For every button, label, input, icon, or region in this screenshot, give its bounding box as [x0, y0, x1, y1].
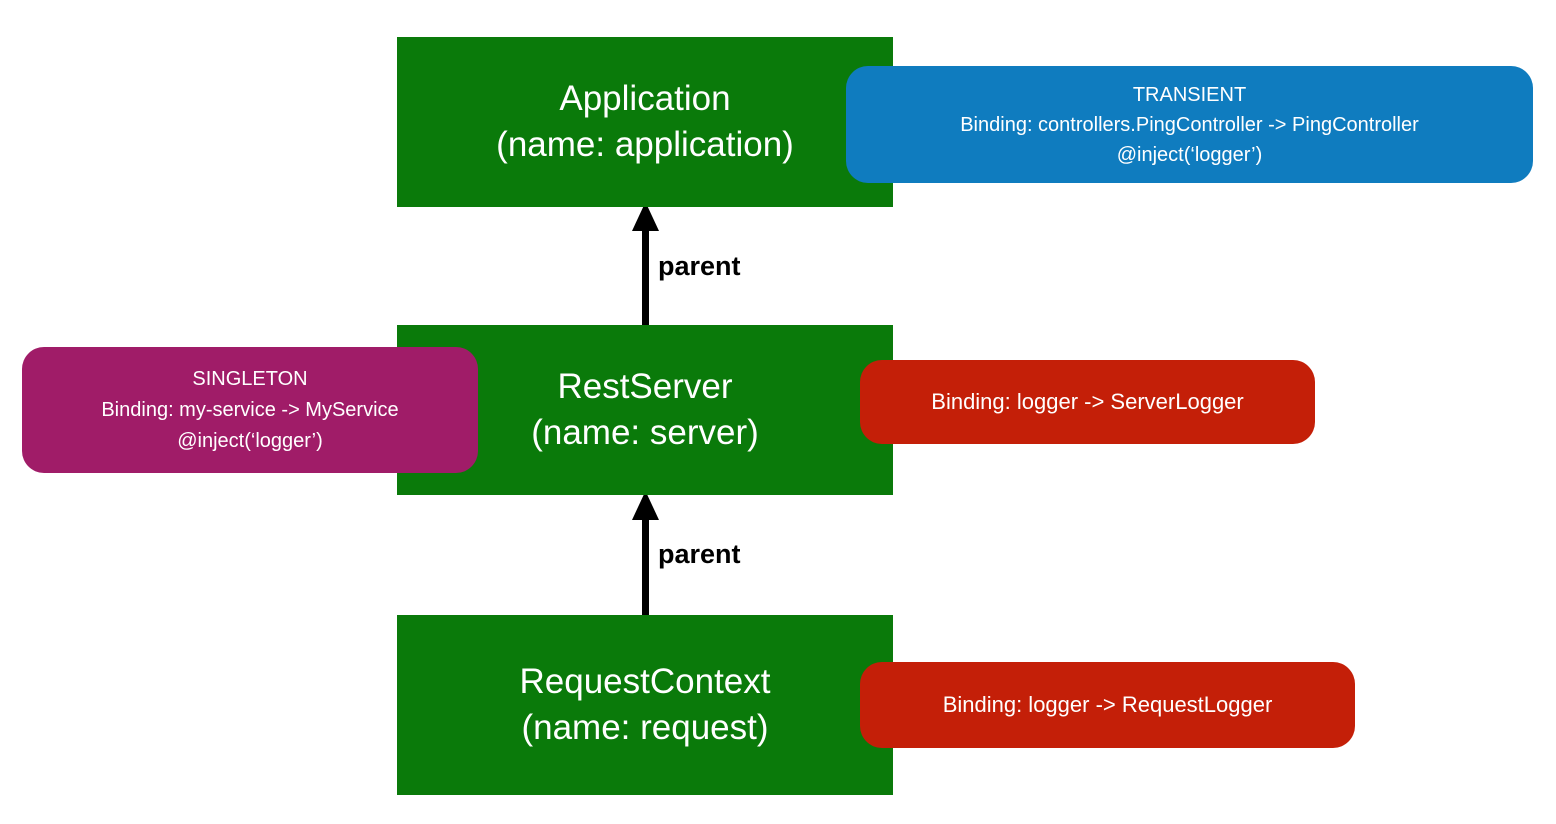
parent-arrow-request-to-server — [625, 489, 669, 621]
context-box-server[interactable]: RestServer (name: server) — [397, 325, 893, 495]
badge-binding-transient: Binding: controllers.PingController -> P… — [960, 113, 1419, 136]
badge-inject-singleton: @inject(‘logger’) — [177, 429, 323, 452]
context-detail-server: (name: server) — [531, 413, 759, 452]
context-box-request[interactable]: RequestContext (name: request) — [397, 615, 893, 795]
parent-arrow-server-to-application — [625, 200, 669, 332]
edge-label-parent-request-to-server: parent — [658, 539, 741, 569]
badge-binding-singleton: Binding: my-service -> MyService — [101, 398, 399, 421]
badge-binding-request-logger: Binding: logger -> RequestLogger — [942, 692, 1273, 717]
badge-inject-transient: @inject(‘logger’) — [1116, 143, 1263, 166]
binding-badge-request-logger[interactable]: Binding: logger -> RequestLogger — [860, 662, 1355, 748]
badge-scope-singleton: SINGLETON — [192, 367, 308, 390]
badge-scope-transient: TRANSIENT — [1132, 83, 1247, 106]
binding-badge-singleton[interactable]: SINGLETON Binding: my-service -> MyServi… — [22, 347, 478, 473]
binding-badge-transient[interactable]: TRANSIENT Binding: controllers.PingContr… — [846, 66, 1533, 183]
edge-label-parent-server-to-application: parent — [658, 251, 741, 281]
context-name-application: Application — [559, 79, 731, 118]
binding-badge-server-logger[interactable]: Binding: logger -> ServerLogger — [860, 360, 1315, 444]
context-detail-request: (name: request) — [521, 708, 769, 747]
context-box-application[interactable]: Application (name: application) — [397, 37, 893, 207]
context-detail-application: (name: application) — [496, 125, 794, 164]
context-name-request: RequestContext — [519, 662, 771, 701]
context-name-server: RestServer — [557, 367, 733, 406]
badge-binding-server-logger: Binding: logger -> ServerLogger — [931, 389, 1244, 414]
